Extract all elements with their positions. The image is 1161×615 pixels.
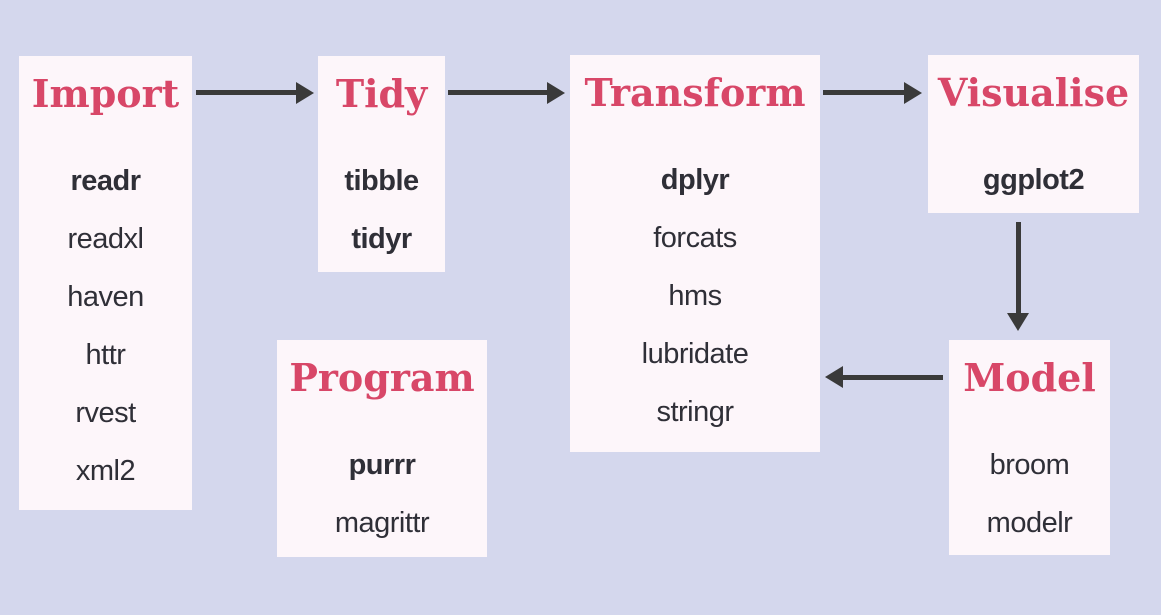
node-visualise: Visualise ggplot2 [928, 55, 1139, 213]
node-model-title: Model [963, 355, 1096, 400]
package-purrr: purrr [348, 449, 416, 481]
node-program-title: Program [289, 355, 475, 400]
package-ggplot2: ggplot2 [982, 164, 1085, 196]
package-readxl: readxl [67, 223, 144, 255]
package-dplyr: dplyr [660, 164, 730, 196]
arrowhead-right-icon [904, 82, 922, 104]
package-forcats: forcats [653, 222, 737, 254]
node-transform-title: Transform [584, 70, 806, 115]
package-rvest: rvest [75, 397, 136, 429]
package-haven: haven [67, 281, 144, 313]
node-import: Import readr readxl haven httr rvest xml… [19, 56, 192, 510]
package-magrittr: magrittr [334, 507, 430, 539]
node-tidy: Tidy tibble tidyr [318, 56, 445, 272]
node-visualise-package-list: ggplot2 [982, 151, 1085, 209]
node-program: Program purrr magrittr [277, 340, 487, 557]
node-program-package-list: purrr magrittr [334, 436, 430, 552]
package-broom: broom [989, 449, 1070, 481]
arrow-shaft [196, 90, 296, 95]
node-transform: Transform dplyr forcats hms lubridate st… [570, 55, 820, 452]
node-visualise-title: Visualise [937, 70, 1130, 115]
package-tidyr: tidyr [351, 223, 412, 255]
arrowhead-left-icon [825, 366, 843, 388]
node-tidy-package-list: tibble tidyr [344, 152, 419, 268]
node-transform-package-list: dplyr forcats hms lubridate stringr [642, 151, 749, 441]
package-tibble: tibble [344, 165, 419, 197]
node-import-title: Import [31, 71, 180, 116]
arrow-shaft [823, 90, 904, 95]
arrow-shaft [448, 90, 547, 95]
package-lubridate: lubridate [641, 338, 749, 370]
node-import-package-list: readr readxl haven httr rvest xml2 [67, 152, 144, 500]
node-tidy-title: Tidy [335, 71, 428, 116]
arrow-shaft [1016, 222, 1021, 313]
package-httr: httr [85, 339, 126, 371]
package-xml2: xml2 [75, 455, 136, 487]
package-hms: hms [668, 280, 722, 312]
arrow-shaft [843, 375, 943, 380]
arrowhead-right-icon [547, 82, 565, 104]
arrowhead-down-icon [1007, 313, 1029, 331]
node-model-package-list: broom modelr [987, 436, 1073, 552]
arrowhead-right-icon [296, 82, 314, 104]
package-stringr: stringr [656, 396, 734, 428]
package-readr: readr [70, 165, 141, 197]
package-modelr: modelr [986, 507, 1073, 539]
node-model: Model broom modelr [949, 340, 1110, 555]
